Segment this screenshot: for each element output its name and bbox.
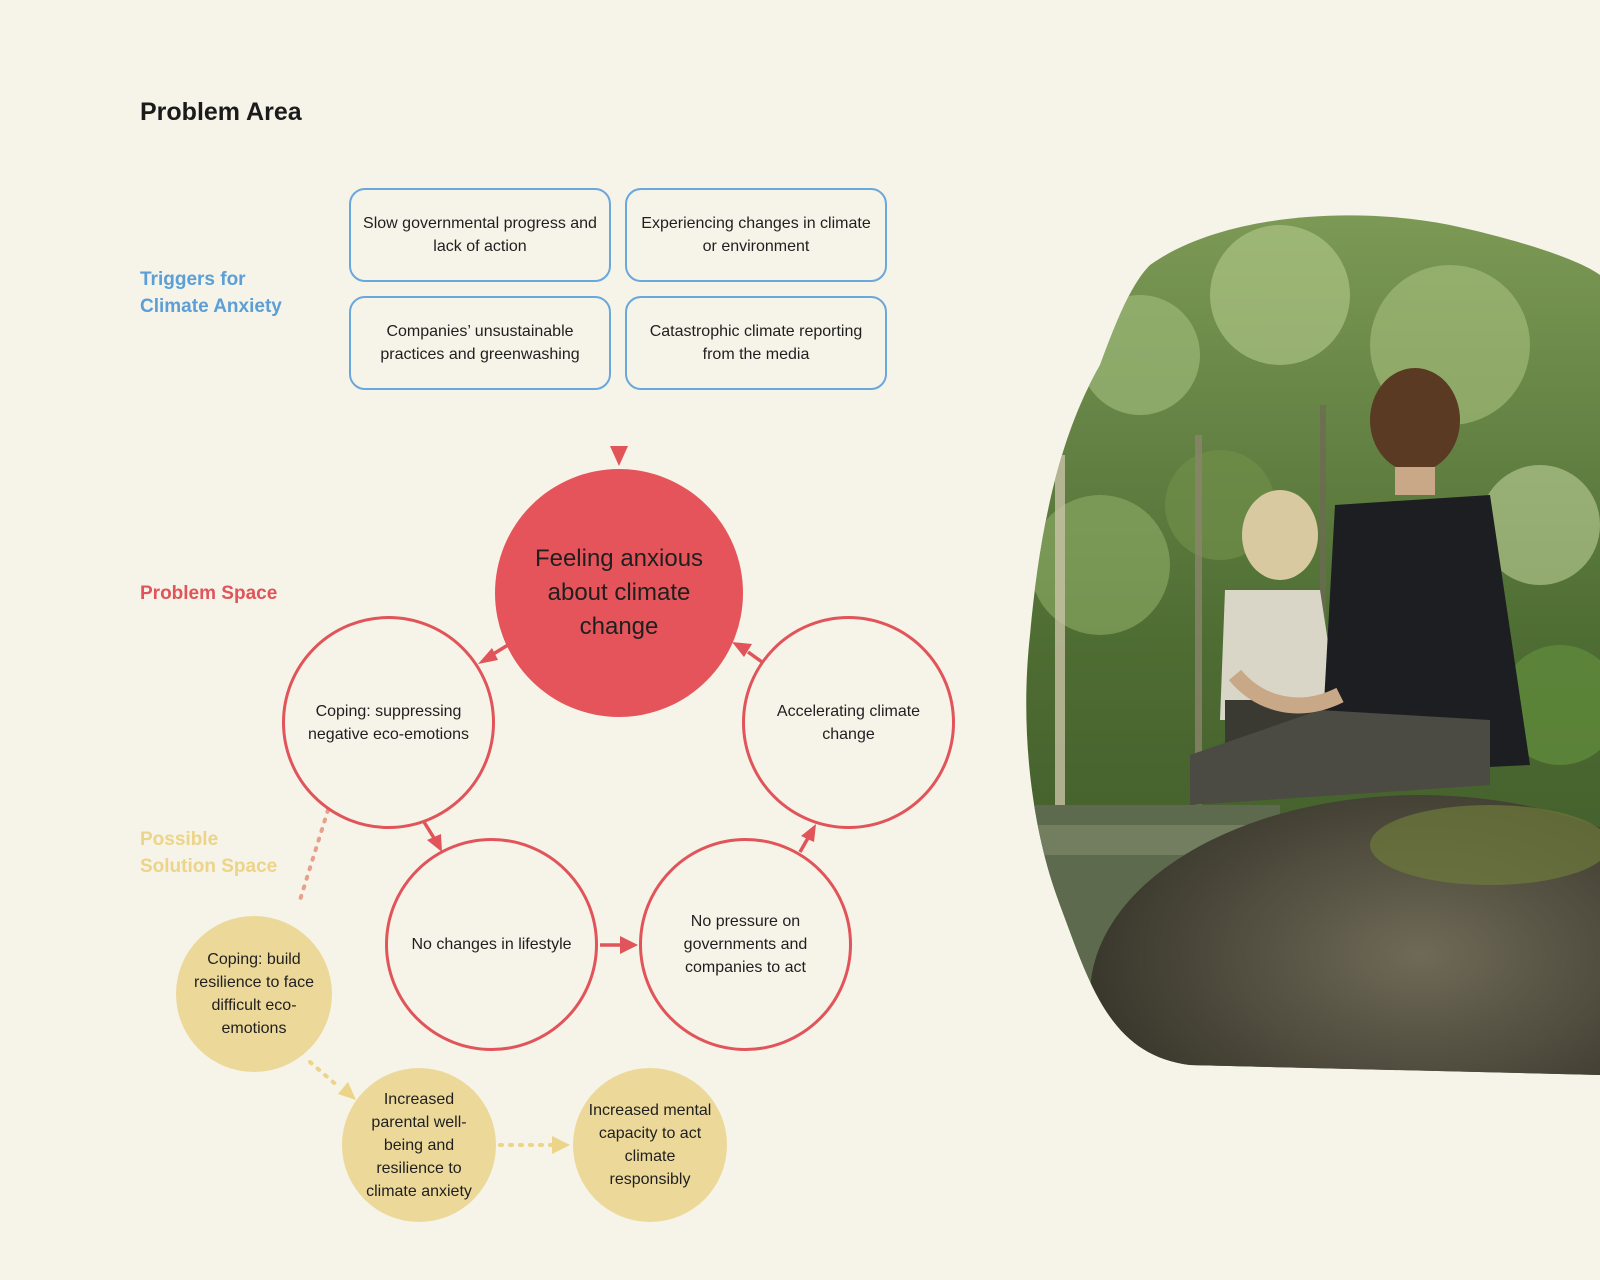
solution-node-mental-capacity: Increased mental capacity to act climate… bbox=[573, 1068, 727, 1222]
accelerating-to-center-arrow bbox=[746, 650, 764, 664]
cycle-node-coping: Coping: suppressing negative eco-emotion… bbox=[282, 616, 495, 829]
solution-node-build-resilience: Coping: build resilience to face difficu… bbox=[176, 916, 332, 1072]
trigger-arrowhead bbox=[610, 446, 628, 466]
trigger-box-governmental: Slow governmental progress and lack of a… bbox=[349, 188, 611, 282]
trigger-box-environment: Experiencing changes in climate or envir… bbox=[625, 188, 887, 282]
cycle-node-accelerating: Accelerating climate change bbox=[742, 616, 955, 829]
cycle-node-pressure: No pressure on governments and companies… bbox=[639, 838, 852, 1051]
coping-to-lifestyle-arrow bbox=[422, 821, 436, 839]
problem-space-label: Problem Space bbox=[140, 583, 278, 604]
trigger-box-media: Catastrophic climate reporting from the … bbox=[625, 296, 887, 390]
trigger-box-greenwashing: Companies’ unsustainable practices and g… bbox=[349, 296, 611, 390]
build-to-wellbeing-dotted bbox=[308, 1060, 342, 1090]
triggers-label-line-1: Triggers for bbox=[140, 269, 246, 290]
center-anxiety-circle: Feeling anxious about climate change bbox=[495, 469, 743, 717]
triggers-section-label: Triggers for Climate Anxiety bbox=[140, 266, 282, 320]
forest-photo-illustration bbox=[1026, 215, 1600, 1076]
coping-to-build-dotted bbox=[298, 808, 330, 902]
solution-label-line-1: Possible bbox=[140, 829, 219, 850]
page-title: Problem Area bbox=[140, 98, 302, 126]
cycle-node-lifestyle: No changes in lifestyle bbox=[385, 838, 598, 1051]
pressure-to-accelerating-arrow bbox=[798, 837, 810, 853]
solution-label-line-2: Solution Space bbox=[140, 856, 278, 877]
forest-photo bbox=[1020, 205, 1600, 1076]
triggers-label-line-2: Climate Anxiety bbox=[140, 296, 282, 317]
solution-node-parental-wellbeing: Increased parental well-being and resili… bbox=[342, 1068, 496, 1222]
solution-space-label: Possible Solution Space bbox=[140, 826, 277, 880]
